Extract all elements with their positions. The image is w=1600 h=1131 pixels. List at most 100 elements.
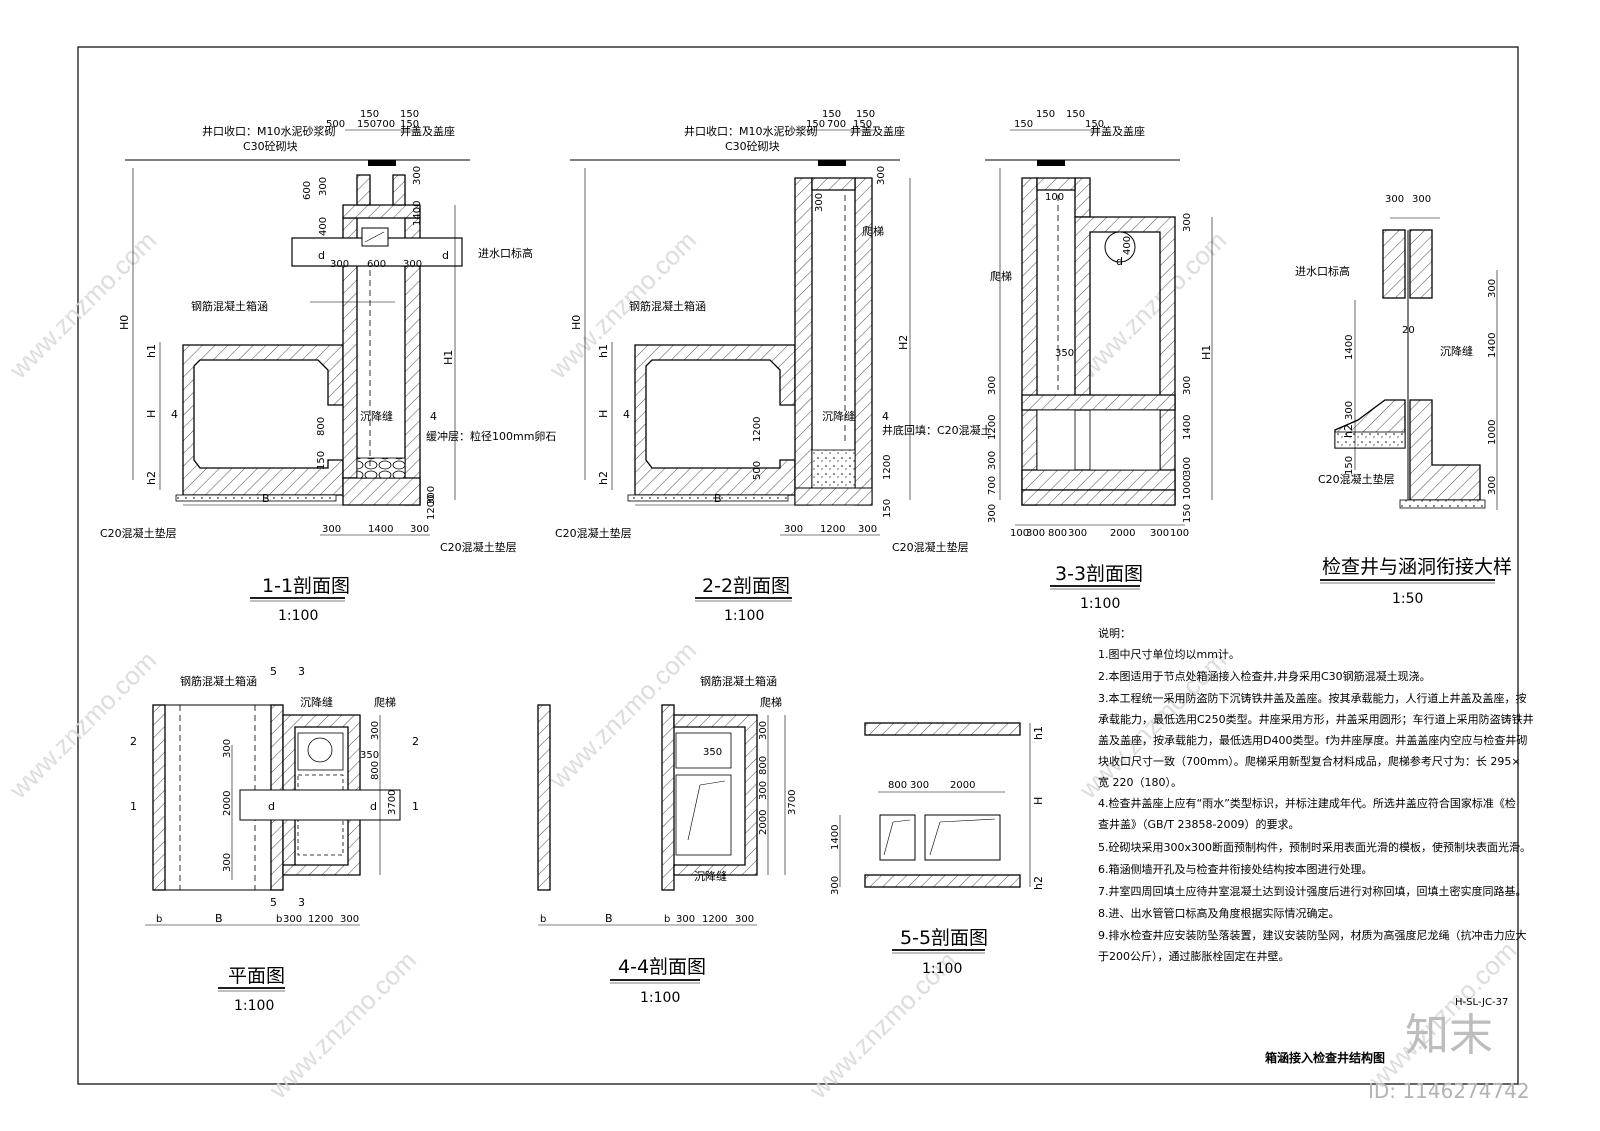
svg-text:d: d: [442, 249, 449, 262]
svg-text:h2: h2: [597, 471, 610, 485]
svg-text:H1: H1: [442, 350, 455, 365]
svg-text:350: 350: [1055, 348, 1074, 359]
svg-text:500: 500: [326, 119, 345, 130]
note-line: 7.井室四周回填土应待井室混凝土达到设计强度后进行对称回填，回填土密实度同路基。: [1098, 884, 1527, 898]
svg-text:H: H: [1032, 797, 1045, 805]
svg-text:b: b: [664, 914, 670, 925]
svg-text:800: 800: [1048, 528, 1067, 539]
svg-text:2: 2: [130, 735, 137, 748]
svg-text:300: 300: [758, 721, 769, 740]
svg-text:1400: 1400: [412, 201, 423, 226]
svg-text:沉降缝: 沉降缝: [822, 409, 855, 423]
svg-text:300: 300: [322, 524, 341, 535]
svg-text:1400: 1400: [1344, 335, 1355, 360]
svg-text:d: d: [370, 800, 377, 813]
svg-text:检查井与涵洞衔接大样: 检查井与涵洞衔接大样: [1322, 556, 1512, 578]
svg-text:井底回填：C20混凝土: 井底回填：C20混凝土: [882, 423, 992, 437]
svg-text:300: 300: [340, 914, 359, 925]
sheet-border: [77, 46, 1519, 1085]
svg-text:1:100: 1:100: [278, 608, 318, 624]
svg-text:800: 800: [370, 761, 381, 780]
svg-text:3700: 3700: [387, 790, 398, 815]
svg-text:150: 150: [1036, 109, 1055, 120]
svg-text:300: 300: [735, 914, 754, 925]
svg-text:300: 300: [222, 739, 233, 758]
svg-text:350: 350: [703, 747, 722, 758]
svg-text:C30砼砌块: C30砼砌块: [243, 140, 298, 153]
svg-text:h1: h1: [145, 344, 158, 358]
svg-text:进水口标高: 进水口标高: [478, 246, 533, 260]
svg-text:300: 300: [410, 524, 429, 535]
svg-text:2: 2: [412, 735, 419, 748]
svg-text:150: 150: [316, 451, 327, 470]
svg-text:3-3剖面图: 3-3剖面图: [1055, 563, 1143, 585]
svg-text:1:100: 1:100: [234, 998, 274, 1014]
svg-text:300: 300: [318, 177, 329, 196]
svg-text:300: 300: [1026, 528, 1045, 539]
svg-text:1000: 1000: [1487, 420, 1498, 445]
svg-text:爬梯: 爬梯: [760, 696, 782, 709]
svg-text:150: 150: [882, 499, 893, 518]
svg-text:800: 800: [316, 417, 327, 436]
svg-text:C20混凝土垫层: C20混凝土垫层: [440, 540, 517, 554]
note-line: 8.进、出水管管口标高及角度根据实际情况确定。: [1098, 906, 1340, 920]
svg-text:h2: h2: [145, 471, 158, 485]
svg-text:钢筋混凝土箱涵: 钢筋混凝土箱涵: [191, 299, 268, 313]
svg-text:700: 700: [827, 119, 846, 130]
svg-text:300: 300: [1182, 376, 1193, 395]
svg-text:www.znzmo.com: www.znzmo.com: [262, 945, 422, 1105]
svg-text:3700: 3700: [787, 790, 798, 815]
svg-text:1200: 1200: [882, 455, 893, 480]
svg-text:300: 300: [370, 721, 381, 740]
note-line: 5.砼砌块采用300x300断面预制构件，预制时采用表面光滑的模板，使预制块表面…: [1098, 840, 1531, 854]
svg-text:d: d: [318, 249, 325, 262]
svg-text:1200: 1200: [308, 914, 333, 925]
svg-text:300: 300: [222, 853, 233, 872]
drawing-code: H-SL-JC-37: [1455, 997, 1508, 1008]
svg-text:B: B: [605, 912, 613, 925]
note-line: 承载能力，最低选用C250类型。井座采用方形，井盖采用圆形；车行道上采用防盗铸铁…: [1098, 712, 1534, 726]
plan-view: 钢筋混凝土箱涵 沉降缝 爬梯 d d 2 2 1 1 5 3 5 3 B b b…: [130, 665, 419, 1014]
svg-text:4-4剖面图: 4-4剖面图: [618, 956, 706, 978]
svg-text:4: 4: [171, 408, 178, 421]
svg-text:C20混凝土垫层: C20混凝土垫层: [555, 526, 632, 540]
note-line: 盖及盖座，按承载能力，最低选用D400类型。f为井座厚度。井盖盖座内空应与检查井…: [1098, 733, 1527, 747]
svg-text:2000: 2000: [222, 791, 233, 816]
svg-text:300: 300: [858, 524, 877, 535]
svg-text:4: 4: [623, 408, 630, 421]
svg-text:5: 5: [270, 896, 277, 909]
svg-text:1: 1: [412, 800, 419, 813]
svg-text:1200: 1200: [752, 417, 763, 442]
svg-text:沉降缝: 沉降缝: [1440, 344, 1473, 358]
svg-text:700: 700: [987, 476, 998, 495]
svg-text:3: 3: [298, 665, 305, 678]
svg-text:沉降缝: 沉降缝: [300, 695, 333, 709]
svg-text:300: 300: [1182, 213, 1193, 232]
svg-text:800: 800: [888, 780, 907, 791]
svg-text:150: 150: [856, 109, 875, 120]
svg-text:1400: 1400: [368, 524, 393, 535]
svg-text:1:100: 1:100: [1080, 596, 1120, 612]
svg-text:300: 300: [910, 780, 929, 791]
svg-text:www.znzmo.com: www.znzmo.com: [2, 225, 162, 385]
svg-text:350: 350: [360, 750, 379, 761]
svg-text:300: 300: [330, 259, 349, 270]
note-line: 于200公斤），通过膨胀栓固定在井壁。: [1098, 949, 1290, 963]
svg-text:1:50: 1:50: [1392, 591, 1423, 607]
svg-text:300: 300: [784, 524, 803, 535]
svg-text:600: 600: [367, 259, 386, 270]
svg-text:缓冲层：粒径100mm卵石: 缓冲层：粒径100mm卵石: [426, 429, 556, 443]
note-line: 2.本图适用于节点处箱涵接入检查井,井身采用C30钢筋混凝土现浇。: [1098, 669, 1431, 683]
svg-text:C20混凝土垫层: C20混凝土垫层: [1318, 472, 1395, 486]
svg-text:www.znzmo.com: www.znzmo.com: [2, 645, 162, 805]
svg-text:300: 300: [987, 451, 998, 470]
svg-text:钢筋混凝土箱涵: 钢筋混凝土箱涵: [180, 674, 257, 688]
svg-text:井盖及盖座: 井盖及盖座: [400, 124, 455, 138]
svg-text:150: 150: [853, 119, 872, 130]
svg-text:d: d: [268, 800, 275, 813]
svg-text:钢筋混凝土箱涵: 钢筋混凝土箱涵: [629, 299, 706, 313]
svg-text:H: H: [597, 410, 610, 418]
note-line: 块收口尺寸一致（700mm）。爬梯采用新型复合材料成品，爬梯参考尺寸为：长 29…: [1098, 754, 1521, 768]
svg-text:150: 150: [400, 119, 419, 130]
svg-text:150: 150: [400, 109, 419, 120]
